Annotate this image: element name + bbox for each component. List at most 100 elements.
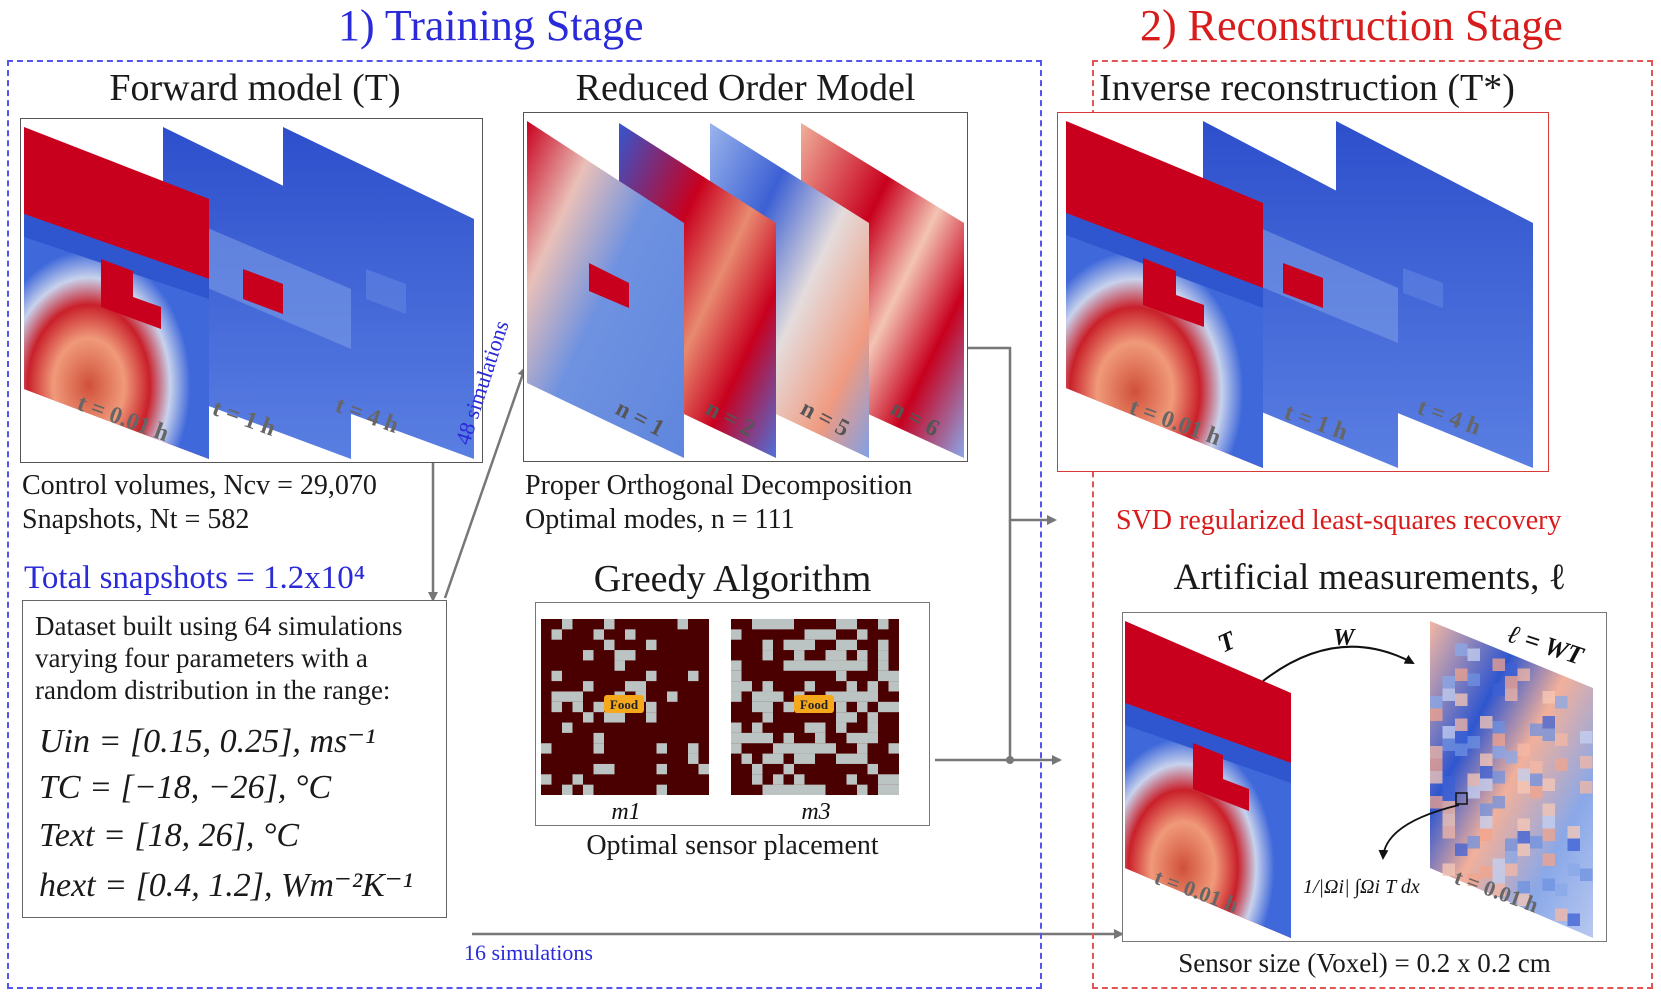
voxel-cell — [1467, 873, 1480, 886]
sensor-cell — [593, 763, 604, 775]
voxel-cell — [1542, 716, 1555, 729]
voxel-cell — [1542, 803, 1555, 816]
greedy-title: Greedy Algorithm — [593, 558, 872, 600]
sensor-cell — [625, 681, 636, 692]
sensor-cell — [731, 691, 742, 702]
sensor-cell — [878, 619, 889, 630]
sensor-cell — [762, 639, 773, 651]
voxel-cell — [1467, 648, 1480, 661]
forward-model-title: Forward model (T) — [109, 67, 401, 109]
voxel-cell — [1480, 778, 1493, 791]
sensor-cell — [783, 619, 794, 630]
sensor-cell — [878, 701, 889, 713]
voxel-cell — [1505, 851, 1518, 864]
voxel-cell — [1517, 668, 1530, 681]
rom-title: Reduced Order Model — [575, 67, 916, 109]
sensor-cell — [804, 629, 815, 640]
sensor-cell — [783, 763, 794, 775]
voxel-cell — [1517, 831, 1530, 844]
sensor-cell — [888, 701, 899, 713]
sensor-cell — [878, 774, 889, 785]
sensor-cell — [783, 784, 794, 795]
sensor-cell — [867, 722, 878, 733]
measurements-title: Artificial measurements, ℓ — [1173, 557, 1567, 598]
reconstruction-stage-box — [1092, 60, 1653, 989]
voxel-cell — [1580, 731, 1593, 744]
voxel-cell — [1517, 843, 1530, 856]
voxel-cell — [1517, 768, 1530, 781]
sensor-cell — [572, 774, 583, 785]
sensor-cell — [783, 701, 794, 713]
inverse-slices: t = 0.01 h t = 1 h t = 4 h — [1066, 121, 1533, 468]
voxel-cell — [1480, 816, 1493, 829]
sensor-cell — [857, 753, 868, 764]
voxel-cell — [1530, 761, 1543, 774]
voxel-cell — [1480, 828, 1493, 841]
sensor-cell — [593, 743, 604, 754]
sensor-cell — [836, 619, 847, 630]
voxel-cell — [1517, 743, 1530, 756]
sensor-cell — [857, 650, 868, 661]
sensor-cell — [773, 691, 784, 702]
sensor-cell — [593, 701, 604, 713]
sensor-cell — [593, 732, 604, 744]
voxel-cell — [1492, 796, 1505, 809]
sensor-cell — [836, 650, 847, 661]
voxel-cell — [1555, 908, 1568, 921]
sensor-cell — [836, 701, 847, 713]
sensor-cell — [815, 722, 826, 733]
measurement-slices: T W ℓ = WT 1/|Ωi| ∫Ωi T dx t = 0.01 h t … — [1125, 619, 1593, 938]
voxel-cell — [1555, 733, 1568, 746]
voxel-cell — [1492, 733, 1505, 746]
sensor-cell — [762, 712, 773, 723]
sensor-cell — [783, 660, 794, 671]
sensor-cell — [825, 660, 836, 671]
voxel-cell — [1542, 728, 1555, 741]
voxel-cell — [1480, 866, 1493, 879]
voxel-cell — [1480, 766, 1493, 779]
sensor-cell — [867, 691, 878, 702]
forward-model-panel: t = 0.01 h t = 1 h t = 4 h — [20, 118, 483, 463]
sensor-cell — [846, 732, 857, 744]
sensor-cell — [888, 784, 899, 795]
sensor-cell — [846, 774, 857, 785]
integral-arrow — [1378, 804, 1460, 860]
total-snapshots-text: Total snapshots = 1.2x10⁴ — [24, 560, 366, 596]
sensor-cell — [614, 650, 625, 661]
sensor-cell — [857, 629, 868, 640]
forward-model-slices: t = 0.01 h t = 1 h t = 4 h — [24, 127, 474, 459]
arrow-dataset-to-rom — [443, 366, 528, 599]
sensor-cell — [762, 681, 773, 692]
voxel-cell — [1492, 871, 1505, 884]
voxel-cell — [1442, 863, 1455, 876]
optimal-sensor-caption: Optimal sensor placement — [586, 830, 879, 861]
sensor-cell — [846, 691, 857, 702]
voxel-cell — [1492, 721, 1505, 734]
sensor-cell — [825, 650, 836, 661]
sensor-cell — [752, 722, 763, 733]
voxel-cell — [1480, 753, 1493, 766]
sensor-cell — [604, 712, 615, 723]
sensor-cell — [888, 670, 899, 682]
measurements-panel: T W ℓ = WT 1/|Ωi| ∫Ωi T dx t = 0.01 h t … — [1122, 612, 1607, 942]
sensor-cell — [794, 743, 805, 754]
food-marker-m3 — [794, 695, 834, 713]
voxel-cell — [1505, 838, 1518, 851]
voxel-cell — [1517, 881, 1530, 894]
sensor-cell — [773, 619, 784, 630]
sensor-voxel — [1455, 792, 1468, 805]
sensor-cell — [731, 722, 742, 733]
sensor-cell — [836, 753, 847, 764]
voxel-cell — [1442, 688, 1455, 701]
training-stage-box — [7, 60, 1042, 989]
food-label-m3: Food — [800, 697, 829, 712]
sensor-cell — [688, 670, 699, 682]
sensor-cell — [794, 784, 805, 795]
voxel-cell — [1467, 773, 1480, 786]
label-W: W — [1333, 625, 1356, 651]
sensor-cell — [551, 691, 562, 702]
sensor-cell — [836, 639, 847, 651]
voxel-cell — [1530, 773, 1543, 786]
sensor-cell — [656, 763, 667, 775]
arrow-junction-dot — [1006, 756, 1014, 764]
